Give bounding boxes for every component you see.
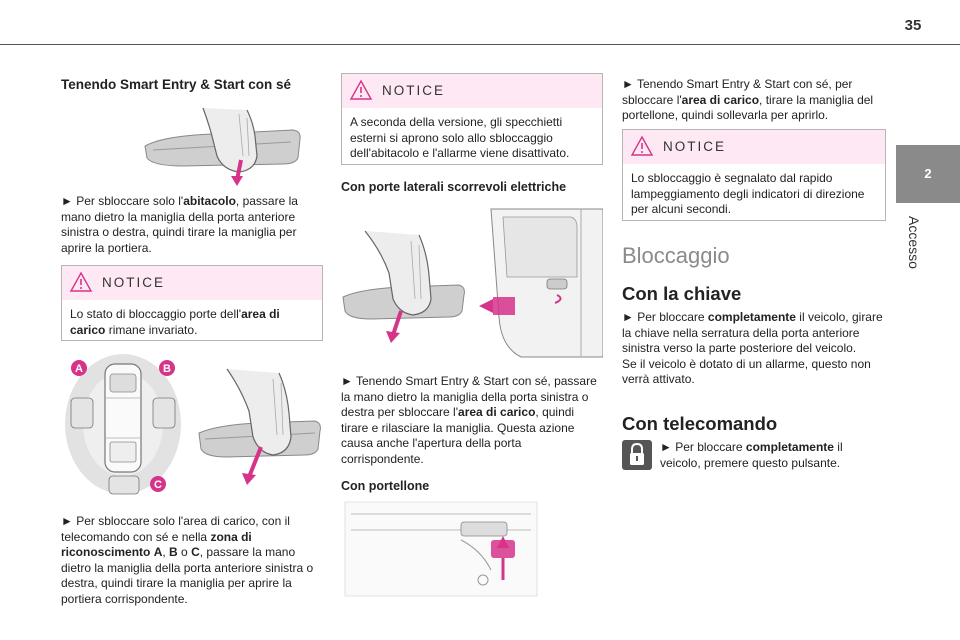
notice-box-indicators: NOTICE Lo sbloccaggio è segnalato dal ra… bbox=[622, 129, 886, 221]
subheading-sliding-doors: Con porte laterali scorrevoli elettriche bbox=[341, 180, 567, 194]
zone-label-c: C bbox=[154, 479, 162, 491]
notice-text: Lo sbloccaggio è segnalato dal rapido la… bbox=[631, 171, 865, 217]
notice-title: NOTICE bbox=[382, 83, 446, 98]
notice-header: NOTICE bbox=[62, 266, 322, 300]
padlock-icon bbox=[630, 442, 644, 465]
chapter-tab: 2 bbox=[896, 145, 960, 203]
paragraph-unlock-cargo-zones: ► Per sbloccare solo l'area di carico, c… bbox=[61, 514, 314, 606]
warning-icon bbox=[631, 136, 653, 156]
notice-title: NOTICE bbox=[663, 139, 727, 154]
paragraph-tailgate-unlock: ► Tenendo Smart Entry & Start con sé, pe… bbox=[622, 77, 874, 123]
heading-with-key: Con la chiave bbox=[622, 283, 742, 304]
chapter-label: Accesso bbox=[900, 216, 956, 288]
chapter-label-text: Accesso bbox=[906, 216, 922, 269]
notice-text: Lo stato di bloccaggio porte dell'area d… bbox=[70, 307, 280, 337]
paragraph-lock-with-key: ► Per bloccare completamente il veicolo,… bbox=[622, 310, 883, 387]
paragraph-sliding-door-unlock: ► Tenendo Smart Entry & Start con sé, pa… bbox=[341, 374, 597, 466]
subheading-tailgate: Con portellone bbox=[341, 479, 430, 493]
heading-with-remote: Con telecomando bbox=[622, 413, 778, 434]
notice-title: NOTICE bbox=[102, 275, 166, 290]
warning-icon bbox=[350, 80, 372, 100]
tailgate-illustration bbox=[344, 501, 538, 597]
notice-box-mirrors: NOTICE A seconda della versione, gli spe… bbox=[341, 73, 603, 165]
section-title-locking: Bloccaggio bbox=[622, 243, 730, 268]
warning-icon bbox=[70, 272, 92, 292]
sliding-door-illustration bbox=[342, 208, 603, 358]
zone-label-b: B bbox=[163, 363, 171, 375]
hand-on-handle-illustration bbox=[144, 107, 301, 186]
lock-button-icon bbox=[622, 440, 652, 470]
notice-header: NOTICE bbox=[342, 74, 602, 108]
header-rule bbox=[0, 44, 960, 45]
section-heading-smart-entry: Tenendo Smart Entry & Start con sé bbox=[61, 77, 292, 92]
hand-on-handle-illustration-2 bbox=[198, 368, 321, 485]
paragraph-unlock-cabin: ► Per sbloccare solo l'abitacolo, passar… bbox=[61, 194, 298, 255]
recognition-zones-illustration: A B C bbox=[65, 354, 181, 495]
zone-label-a: A bbox=[75, 363, 83, 375]
paragraph-lock-with-remote: ► Per bloccare completamente il veicolo,… bbox=[660, 440, 843, 470]
notice-box-cargo-state: NOTICE Lo stato di bloccaggio porte dell… bbox=[61, 265, 323, 341]
page-number: 35 bbox=[904, 17, 922, 34]
notice-header: NOTICE bbox=[623, 130, 885, 164]
notice-text: A seconda della versione, gli specchiett… bbox=[350, 115, 570, 161]
